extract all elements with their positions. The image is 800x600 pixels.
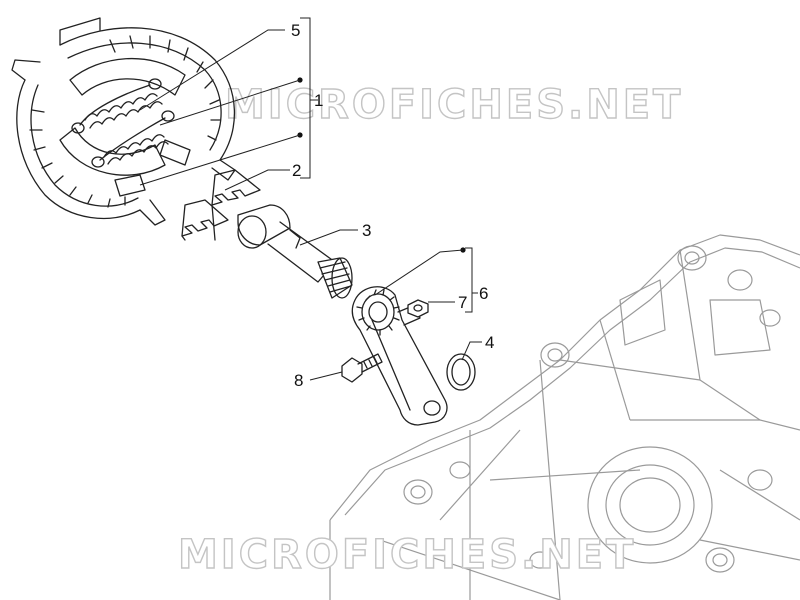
brake-lever — [351, 286, 448, 426]
nut — [407, 299, 429, 318]
engine-casing — [329, 234, 800, 600]
callout-2: 2 — [292, 161, 301, 180]
callout-leaders — [139, 17, 482, 381]
bolt — [341, 353, 383, 383]
o-ring — [446, 353, 476, 391]
brake-shoes-assembly — [11, 17, 236, 226]
callout-labels: 5 1 2 3 6 7 4 8 — [291, 21, 494, 390]
watermark-bottom: MICROFICHES.NET — [178, 532, 636, 578]
watermark-top: MICROFICHES.NET — [225, 82, 683, 128]
callout-3: 3 — [362, 221, 371, 240]
callout-7: 7 — [458, 293, 467, 312]
callout-6: 6 — [479, 284, 488, 303]
callout-4: 4 — [485, 333, 494, 352]
callout-8: 8 — [294, 371, 303, 390]
callout-5: 5 — [291, 21, 300, 40]
brake-cam-shaft — [237, 204, 353, 299]
callout-1: 1 — [314, 91, 323, 110]
retaining-clips — [181, 169, 261, 241]
